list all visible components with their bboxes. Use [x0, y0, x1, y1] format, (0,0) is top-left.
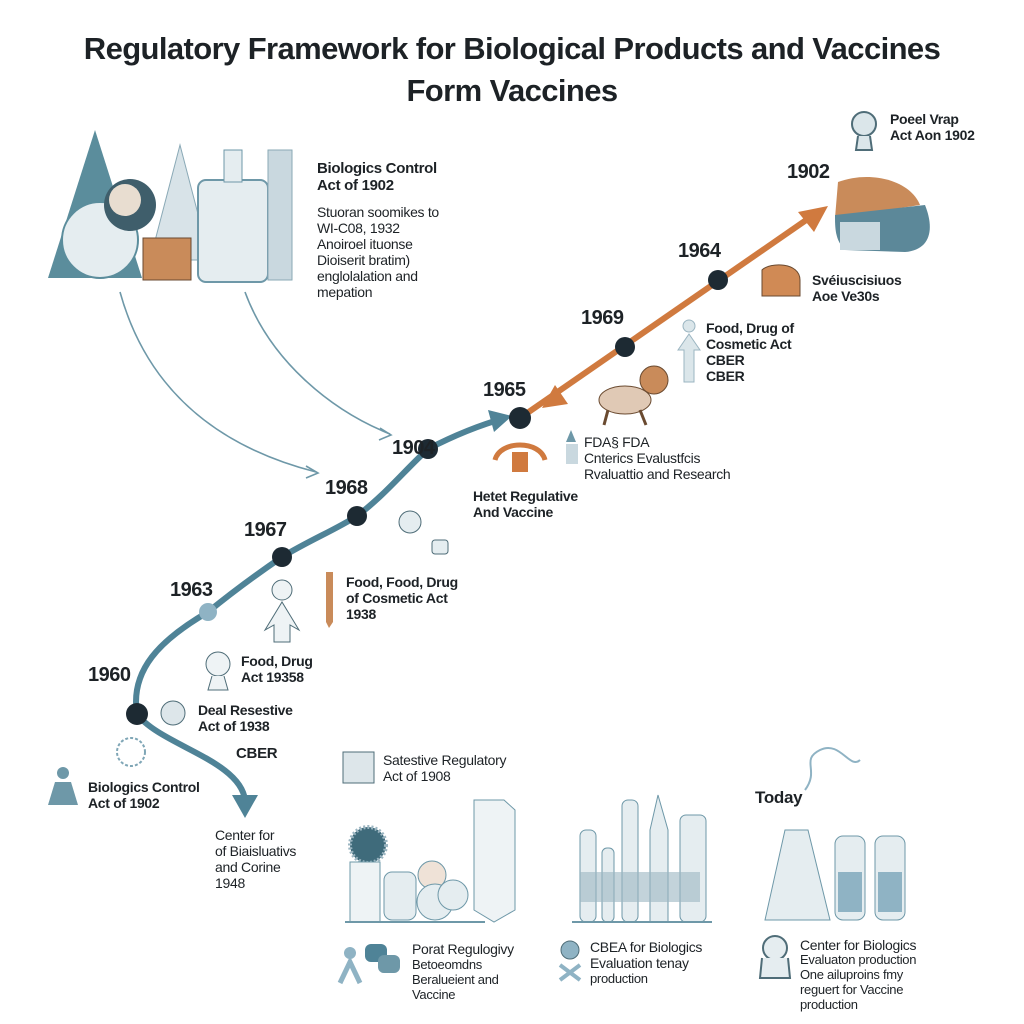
node-1964	[708, 270, 728, 290]
year-label: 1902	[787, 161, 830, 183]
year-label: 1969	[581, 307, 624, 329]
bulb-icon	[851, 111, 877, 151]
node-1967	[272, 547, 292, 567]
syringe-icon	[326, 572, 333, 628]
col2-body: production	[590, 971, 648, 986]
col3-body: Evaluaton production One ailuproins fmy …	[800, 952, 917, 1012]
arrowhead-down-icon	[232, 795, 258, 818]
top-left-heading: Biologics Control Act of 1902	[317, 160, 437, 195]
annotation-sveius: Svéiuscisiuos Aoe Ve30s	[812, 272, 902, 305]
connector-arrow	[119, 291, 317, 473]
node-1968	[347, 506, 367, 526]
node-1965	[509, 407, 531, 429]
annotation-deal: Deal Resestive Act of 1938	[198, 702, 293, 735]
top-right-label: Poeel Vrap Act Aon 1902	[890, 111, 975, 144]
page-title: Regulatory Framework for Biological Prod…	[0, 28, 1024, 112]
title-line-1: Regulatory Framework for Biological Prod…	[83, 31, 941, 66]
organ-illustration-icon	[835, 176, 930, 252]
year-label: 1965	[483, 379, 526, 401]
bubble-icon	[160, 700, 186, 726]
node-1963	[199, 603, 217, 621]
col1-heading: Porat Regulogivy	[412, 941, 514, 957]
person-icon	[263, 579, 301, 643]
molecule-box-icon	[342, 751, 375, 784]
year-label: 1964	[678, 240, 721, 262]
lab-equipment-icon	[345, 799, 516, 923]
year-label: 1904	[392, 437, 435, 459]
annotation-food-food: Food, Food, Drug of Cosmetic Act 1938	[346, 574, 458, 623]
arrowhead-up-icon	[798, 206, 828, 232]
annotation-food-drug: Food, Drug Act 19358	[241, 653, 313, 686]
today-label: Today	[755, 788, 803, 807]
vial-icon	[566, 430, 578, 464]
face-icon	[398, 510, 449, 555]
brain-icon	[761, 264, 801, 297]
node-1960	[126, 703, 148, 725]
arrowhead-right-icon	[488, 410, 512, 432]
top-left-body: Stuoran soomikes to WI-C08, 1932 Anoiroe…	[317, 204, 439, 301]
annotation-food-cosmetic: Food, Drug of Cosmetic Act CBER CBER	[706, 320, 794, 385]
arrow-up-figure-icon	[677, 319, 701, 383]
lab-illustration-icon	[48, 130, 293, 283]
annotation-center-for: Center for of Biaisluativs and Corine 19…	[215, 827, 297, 892]
year-label: 1968	[325, 477, 368, 499]
year-label: 1967	[244, 519, 287, 541]
vials-icon	[572, 794, 712, 923]
scientist-icon	[758, 935, 792, 979]
year-label: 1960	[88, 664, 131, 686]
people-icon	[337, 944, 400, 985]
molecule-icon	[558, 940, 582, 982]
node-1904	[418, 439, 438, 459]
woman-icon	[48, 767, 78, 805]
annotation-cber: CBER	[236, 745, 278, 762]
dog-icon	[598, 365, 669, 426]
node-1969	[615, 337, 635, 357]
col1-body: Betoeomdns Beralueient and Vaccine	[412, 957, 499, 1002]
col3-heading: Center for Biologics	[800, 937, 917, 953]
arrowhead-back-icon	[542, 385, 568, 408]
annotation-biologics-bottom: Biologics Control Act of 1902	[88, 779, 200, 812]
virus-icon	[116, 737, 146, 767]
pipe-icon	[492, 442, 548, 472]
year-label: 1963	[170, 579, 213, 601]
annotation-satestive: Satestive Regulatory Act of 1908	[383, 752, 507, 785]
bulb-small-icon	[205, 651, 231, 691]
col2-heading: CBEA for Biologics Evaluation tenay	[590, 939, 703, 972]
annotation-fda: FDA§ FDA Cnterics Evalustfcis Rvaluattio…	[584, 434, 731, 483]
title-line-2: Form Vaccines	[406, 73, 618, 108]
connector-arrow	[244, 291, 391, 435]
annotation-hetet: Hetet Regulative And Vaccine	[473, 488, 578, 521]
flask-bottles-icon	[764, 747, 906, 921]
